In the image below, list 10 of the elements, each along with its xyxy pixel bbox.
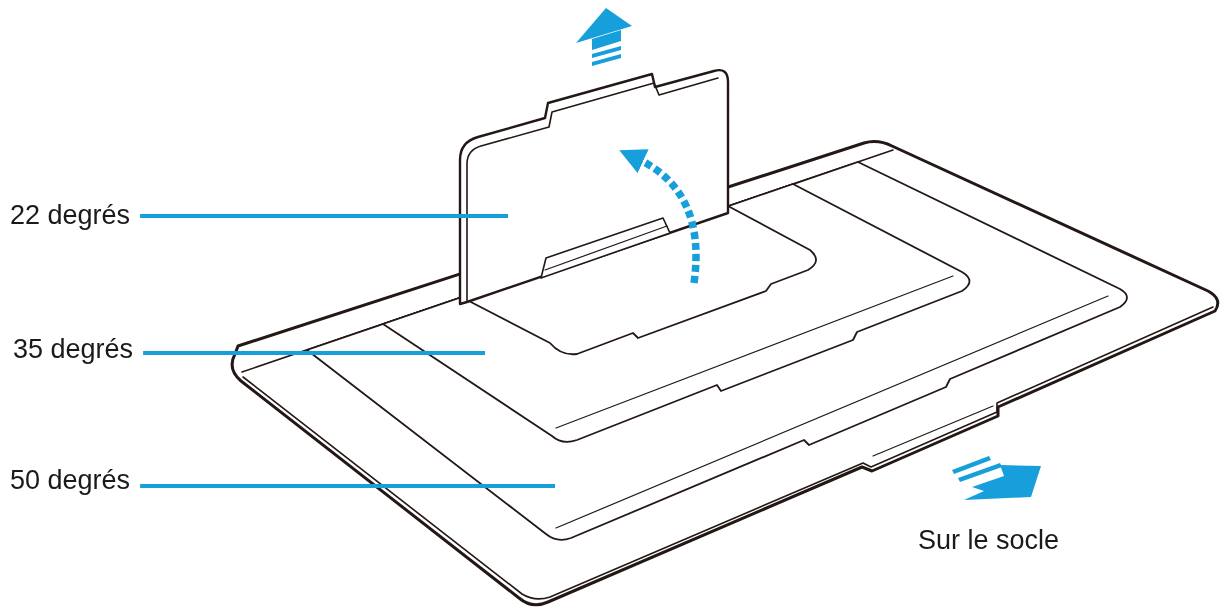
leader-line (140, 484, 555, 488)
angle-label: 35 degrés (13, 336, 134, 363)
middle-frame (382, 183, 971, 443)
leader-line (140, 214, 508, 218)
angle-label: 50 degrés (10, 467, 131, 494)
leader-line (143, 351, 485, 355)
position-label: Sur le socle (918, 527, 1060, 554)
angle-label: 22 degrés (10, 202, 131, 229)
folding-flap (458, 69, 730, 306)
curved-arrow (619, 149, 700, 284)
